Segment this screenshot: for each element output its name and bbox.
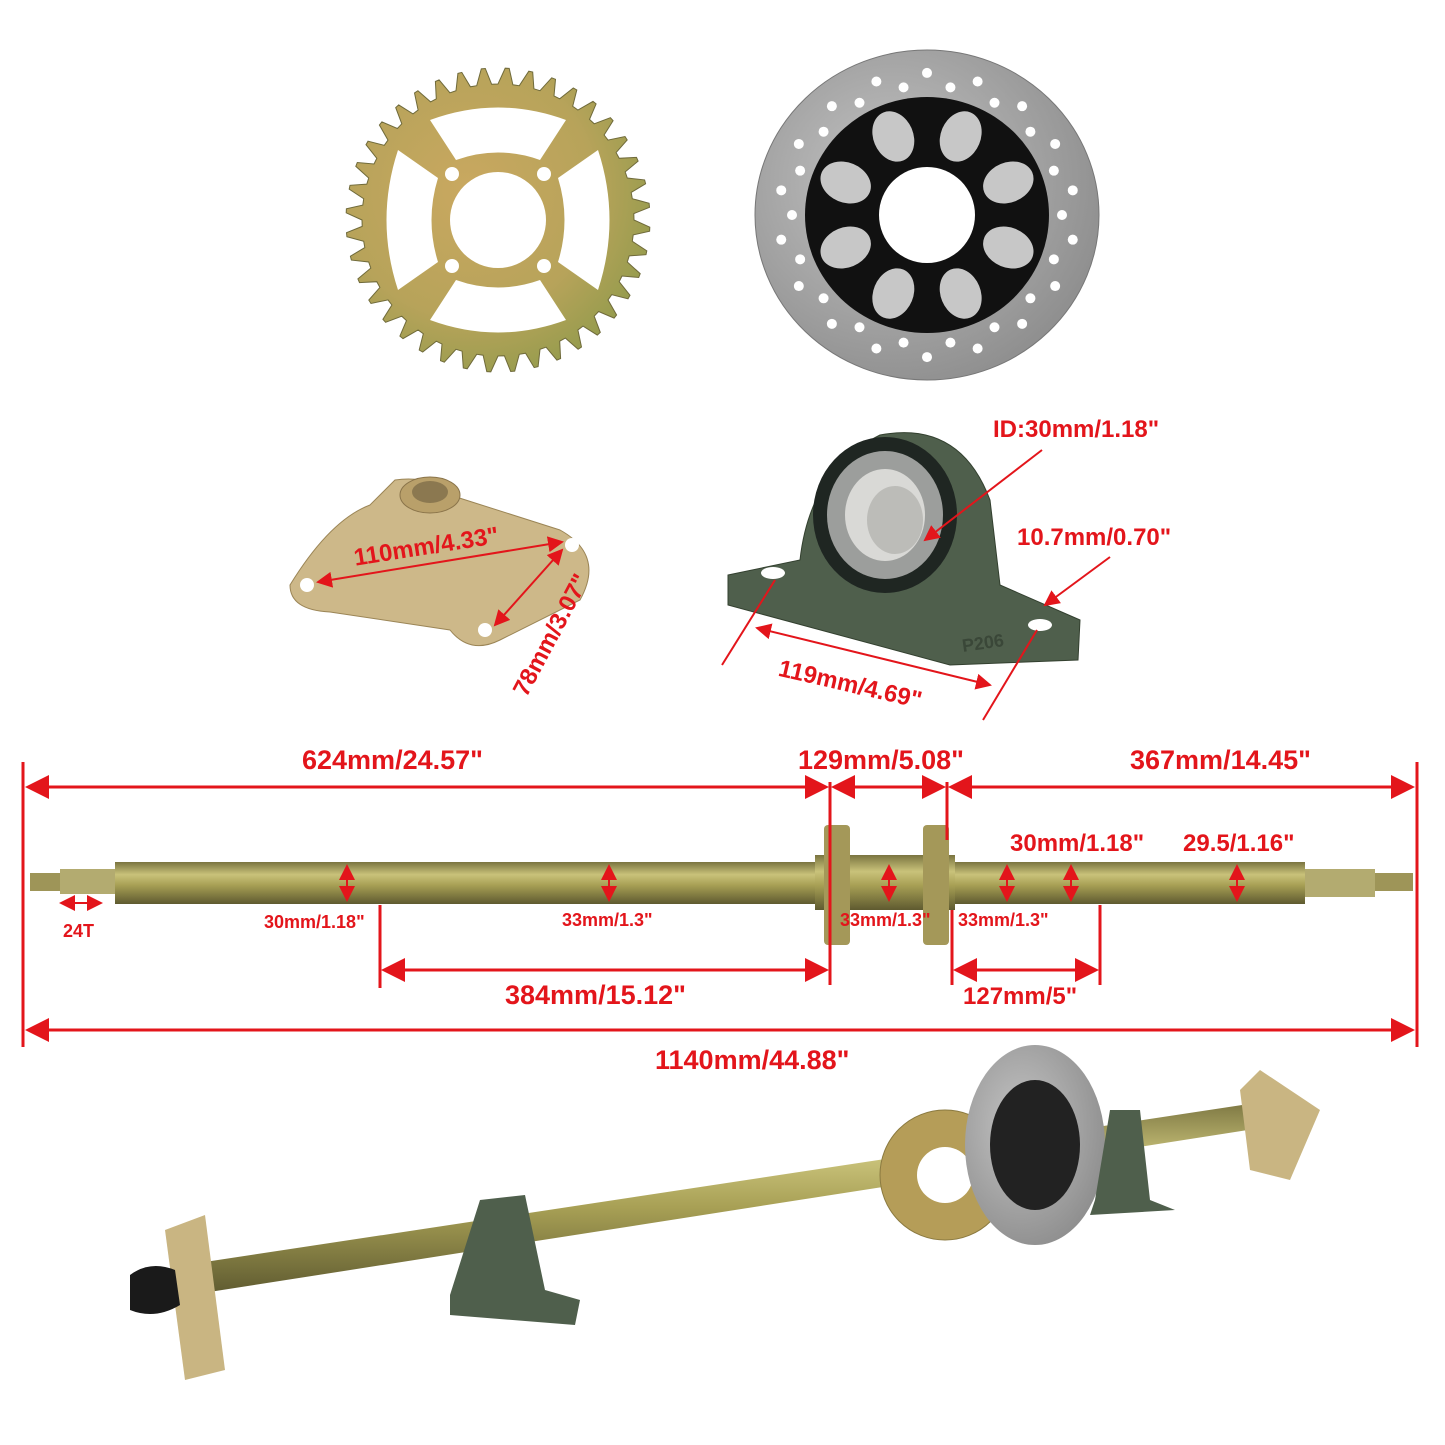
bearing-hole: 10.7mm/0.70" (1017, 524, 1172, 551)
disc-hole (776, 185, 787, 196)
disc-hole (1067, 185, 1078, 196)
assembled-axle (130, 1045, 1320, 1380)
disc-hole (1050, 138, 1061, 149)
disc-hole (1025, 293, 1036, 304)
disc-flange (923, 825, 949, 945)
sprocket-center-hole (450, 172, 546, 268)
disc-window (820, 161, 871, 204)
brake-disc (754, 49, 1100, 381)
disc-hole (787, 210, 797, 220)
disc-hole (1067, 234, 1078, 245)
disc-hole (871, 343, 882, 354)
disc-hole (854, 322, 865, 333)
disc-hole (793, 138, 804, 149)
disc-hole (989, 322, 1000, 333)
dia-left-mid: 33mm/1.3" (562, 910, 653, 930)
disc-hole (854, 97, 865, 108)
sprocket (345, 67, 651, 373)
disc-hole (795, 165, 806, 176)
disc-hole (1017, 101, 1028, 112)
dim-total: 1140mm/44.88" (655, 1045, 850, 1075)
disc-hole (793, 281, 804, 292)
disc-hole (1025, 126, 1036, 137)
disc-window (820, 226, 871, 269)
disc-hole (1050, 281, 1061, 292)
dim-624: 624mm/24.57" (302, 745, 483, 775)
dia-right-end: 29.5/1.16" (1183, 830, 1295, 857)
disc-window (983, 226, 1034, 269)
dia-center: 33mm/1.3" (840, 910, 931, 930)
disc-hole (898, 337, 909, 348)
disc-hole (1048, 165, 1059, 176)
disc-hole (826, 318, 837, 329)
disc-hole (972, 76, 983, 87)
disc-hole (1057, 210, 1067, 220)
bearing-id: ID:30mm/1.18" (993, 416, 1160, 443)
disc-hole (989, 97, 1000, 108)
pillow-block-bearing (727, 432, 1081, 666)
dia-right-a: 33mm/1.3" (958, 910, 1049, 930)
disc-hole (922, 352, 932, 363)
dim-127: 127mm/5" (963, 983, 1078, 1010)
disc-hole (945, 337, 956, 348)
disc-hole (972, 343, 983, 354)
dimension-lines (21, 449, 1419, 1047)
disc-window (872, 111, 915, 162)
dim-129: 129mm/5.08" (798, 745, 964, 775)
disc-hole (922, 67, 932, 78)
spline-count: 24T (63, 921, 95, 941)
disc-window (872, 268, 915, 319)
sprocket-cutouts (386, 107, 610, 333)
disc-hole (818, 293, 829, 304)
disc-window (939, 268, 982, 319)
disc-hole (776, 234, 787, 245)
disc-hole (945, 82, 956, 93)
disc-hole (795, 254, 806, 265)
disc-hole (898, 82, 909, 93)
dim-367: 367mm/14.45" (1130, 745, 1311, 775)
disc-windows (820, 111, 1034, 319)
disc-window (939, 111, 982, 162)
disc-hole (1048, 254, 1059, 265)
disc-hole (826, 101, 837, 112)
disc-window (983, 161, 1034, 204)
dia-right-b: 30mm/1.18" (1010, 830, 1145, 857)
dim-384: 384mm/15.12" (505, 980, 686, 1010)
disc-hole (1017, 318, 1028, 329)
dia-left-end: 30mm/1.18" (264, 912, 365, 932)
disc-hole (818, 126, 829, 137)
disc-hole (871, 76, 882, 87)
disc-holes (776, 67, 1078, 363)
